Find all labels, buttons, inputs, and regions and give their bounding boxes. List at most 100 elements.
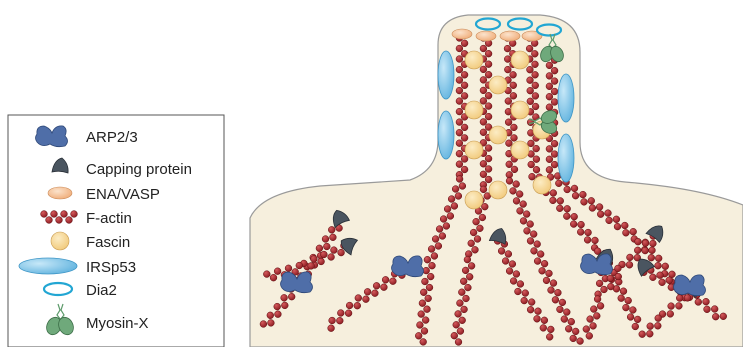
irsp53 xyxy=(558,74,574,122)
actin-bead xyxy=(623,229,630,236)
actin-bead xyxy=(522,290,529,297)
actin-bead xyxy=(461,135,468,142)
fascin xyxy=(511,101,529,119)
actin-bead xyxy=(461,124,468,131)
actin-bead xyxy=(659,279,666,286)
actin-bead xyxy=(556,205,563,212)
actin-bead xyxy=(613,216,620,223)
actin-bead xyxy=(555,180,562,187)
actin-bead xyxy=(565,325,572,332)
actin-bead xyxy=(546,93,553,100)
actin-bead xyxy=(543,277,550,284)
actin-bead xyxy=(382,276,389,283)
actin-bead xyxy=(621,222,628,229)
actin-bead xyxy=(481,203,488,210)
actin-bead xyxy=(461,71,468,78)
actin-bead xyxy=(546,270,553,277)
legend-label-arp23: ARP2/3 xyxy=(86,129,138,146)
actin-bead xyxy=(456,129,463,136)
actin-bead xyxy=(532,93,539,100)
actin-bead xyxy=(578,221,585,228)
actin-bead xyxy=(268,320,275,327)
actin-bead xyxy=(336,317,343,324)
actin-bead xyxy=(642,240,649,247)
actin-bead xyxy=(511,124,518,131)
actin-bead xyxy=(260,321,267,328)
actin-bead xyxy=(650,274,657,281)
actin-bead xyxy=(456,176,463,183)
actin-bead xyxy=(435,243,442,250)
actin-bead xyxy=(625,297,632,304)
actin-bead xyxy=(460,278,467,285)
actin-bead xyxy=(571,213,578,220)
actin-bead xyxy=(420,339,427,346)
actin-bead xyxy=(526,45,533,52)
actin-bead xyxy=(627,254,634,261)
actin-bead xyxy=(546,62,553,69)
actin-bead xyxy=(322,236,329,243)
actin-bead xyxy=(456,66,463,73)
actin-bead xyxy=(557,306,564,313)
actin-bead xyxy=(650,240,657,247)
actin-bead xyxy=(531,248,538,255)
actin-bead xyxy=(527,306,534,313)
actin-bead xyxy=(511,135,518,142)
fascin xyxy=(489,181,507,199)
actin-bead xyxy=(444,206,451,213)
actin-bead xyxy=(572,192,579,199)
actin-bead xyxy=(527,238,534,245)
actin-bead xyxy=(564,205,571,212)
actin-bead xyxy=(530,231,537,238)
irsp53 xyxy=(558,134,574,182)
actin-bead xyxy=(330,234,337,241)
actin-bead xyxy=(285,265,292,272)
actin-bead xyxy=(308,263,315,270)
actin-bead xyxy=(529,173,536,180)
actin-bead xyxy=(485,92,492,99)
actin-bead xyxy=(372,290,379,297)
actin-bead xyxy=(649,247,656,254)
ena-vasp-icon xyxy=(48,187,72,199)
actin-bead xyxy=(513,271,520,278)
actin-bead xyxy=(581,199,588,206)
actin-bead xyxy=(520,201,527,208)
actin-bead xyxy=(427,273,434,280)
actin-bead xyxy=(461,93,468,100)
actin-bead xyxy=(510,82,517,89)
actin-bead xyxy=(485,155,492,162)
actin-bead xyxy=(456,45,463,52)
actin-bead xyxy=(485,166,492,173)
actin-bead xyxy=(461,156,468,163)
actin-bead xyxy=(461,40,468,47)
actin-bead xyxy=(506,140,513,147)
actin-bead xyxy=(676,303,683,310)
actin-bead xyxy=(506,178,513,185)
actin-bead xyxy=(480,119,487,126)
actin-bead xyxy=(647,323,654,330)
actin-bead xyxy=(56,217,63,224)
actin-bead xyxy=(510,92,517,99)
actin-bead xyxy=(355,295,362,302)
irsp53 xyxy=(438,111,454,159)
actin-bead xyxy=(509,261,516,268)
ena-vasp xyxy=(500,31,520,41)
actin-bead xyxy=(485,71,492,78)
actin-bead xyxy=(318,258,325,265)
actin-bead xyxy=(655,262,662,269)
legend-label-irsp53: IRSp53 xyxy=(86,259,136,276)
actin-bead xyxy=(462,267,469,274)
actin-bead xyxy=(571,185,578,192)
actin-bead xyxy=(541,260,548,267)
actin-bead xyxy=(597,303,604,310)
actin-bead xyxy=(577,338,584,345)
actin-bead xyxy=(534,258,541,265)
actin-bead xyxy=(521,297,528,304)
actin-bead xyxy=(666,277,673,284)
actin-bead xyxy=(655,315,662,322)
actin-bead xyxy=(720,313,727,320)
actin-bead xyxy=(584,237,591,244)
actin-bead xyxy=(480,66,487,73)
actin-bead xyxy=(548,287,555,294)
actin-bead xyxy=(504,45,511,52)
legend-label-ena-vasp: ENA/VASP xyxy=(86,186,160,203)
